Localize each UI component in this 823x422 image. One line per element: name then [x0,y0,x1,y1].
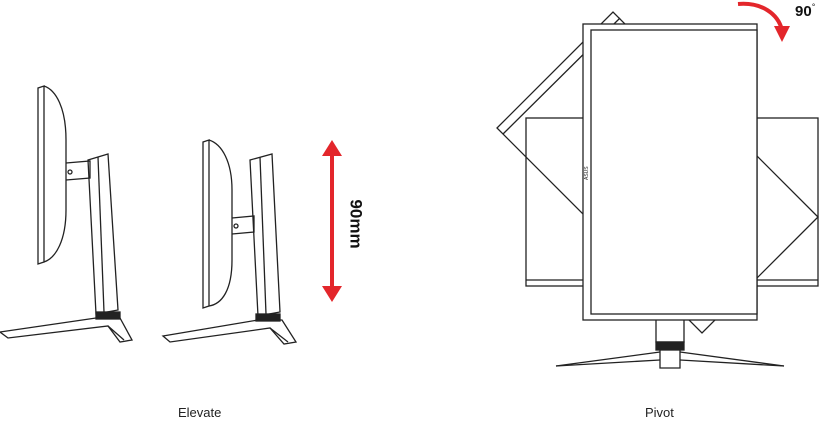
rotation-angle-label: 90° [795,2,815,20]
elevate-caption: Elevate [178,405,221,420]
elevate-monitor-low [0,86,132,342]
elevate-monitor-high [163,140,296,344]
pivot-monitor: ASUS [497,12,818,368]
height-range-label: 90mm [346,199,366,248]
pivot-caption: Pivot [645,405,674,420]
height-range-arrow [322,140,342,302]
svg-text:ASUS: ASUS [584,166,590,180]
